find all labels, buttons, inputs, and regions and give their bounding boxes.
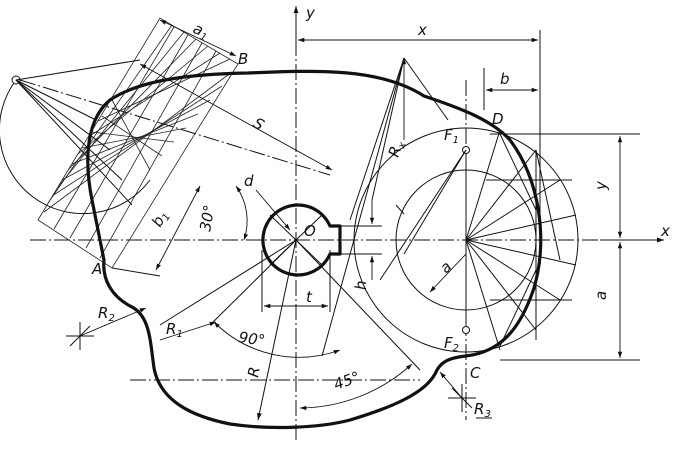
cam-outline (86, 69, 543, 430)
label-dim-a1: a1 (189, 19, 212, 44)
label-point-a: A (91, 260, 102, 278)
angle-45-arc (299, 363, 413, 411)
label-dim-b: b (500, 70, 510, 88)
label-dim-a-upper: a (436, 258, 455, 277)
label-dim-a-right: a (592, 291, 610, 300)
label-dim-r1: R1 (166, 320, 183, 340)
label-dim-h: h (352, 280, 370, 290)
hub-circle-keyway (261, 203, 342, 277)
label-dim-t: t (306, 288, 313, 306)
angle-90-arc (213, 321, 341, 358)
dim-r2-leader (79, 307, 147, 337)
left-aux-arc (0, 79, 151, 215)
label-dim-rx: Rx (385, 138, 409, 160)
labels: x y O A B C D F1 F2 x b y a a a1 b1 S d … (91, 4, 670, 420)
label-point-b: B (238, 50, 248, 68)
label-axis-y: y (305, 4, 316, 22)
label-angle-30: 30° (196, 203, 218, 232)
dim-r3-leader (439, 371, 463, 399)
focus-2-point (462, 326, 470, 334)
label-focus-1: F1 (444, 126, 459, 146)
label-focus-2: F2 (444, 334, 459, 354)
label-origin: O (304, 222, 316, 240)
label-dim-r3: R3 (474, 400, 491, 420)
label-point-c: C (470, 364, 481, 382)
label-dim-y: y (592, 180, 610, 191)
label-angle-90: 90° (237, 328, 266, 350)
dim-a1-line (159, 19, 237, 57)
angle-30-arc (235, 185, 249, 241)
dimensions (66, 19, 640, 419)
label-dim-s: S (250, 114, 268, 135)
rx-construction (321, 57, 467, 357)
dim-b1-line (155, 185, 201, 271)
label-dim-r: R (244, 365, 264, 378)
label-axis-x: x (660, 222, 670, 240)
label-dim-d: d (244, 172, 254, 190)
label-dim-b1: b1 (148, 207, 173, 231)
dim-s-line (139, 63, 333, 171)
label-dim-r2: R2 (98, 304, 115, 324)
dim-d-leader (255, 189, 291, 231)
label-angle-45: 45° (331, 368, 362, 394)
label-point-d: D (492, 110, 504, 128)
dim-r1-leader (159, 321, 217, 341)
radial-lines (159, 239, 421, 421)
left-construction (0, 59, 151, 215)
label-dim-x: x (417, 21, 427, 39)
dim-a-upper-line (429, 253, 467, 293)
